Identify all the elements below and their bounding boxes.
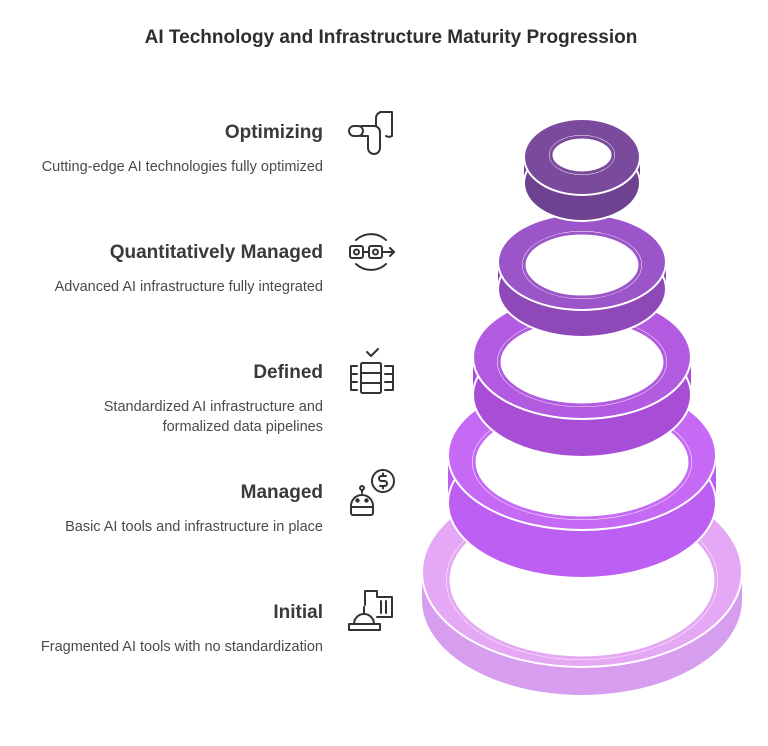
level-name: Initial xyxy=(273,602,323,623)
level-name: Quantitatively Managed xyxy=(109,242,323,263)
pipe-icon xyxy=(348,111,393,155)
ring-defined xyxy=(472,294,692,458)
construction-icon xyxy=(348,590,393,631)
level-defined: Defined Standardized AI infrastructure a… xyxy=(104,361,323,437)
level-desc-line: Standardized AI infrastructure and xyxy=(103,399,323,415)
level-desc-line: formalized data pipelines xyxy=(162,419,323,435)
page-title: AI Technology and Infrastructure Maturit… xyxy=(144,27,638,48)
level-quantitatively-managed: Quantitatively Managed Advanced AI infra… xyxy=(55,241,323,297)
level-desc: Cutting-edge AI technologies fully optim… xyxy=(41,159,323,175)
robot-dollar-icon xyxy=(350,469,395,516)
level-optimizing: Optimizing Cutting-edge AI technologies … xyxy=(42,121,323,177)
level-desc: Fragmented AI tools with no standardizat… xyxy=(40,639,323,655)
level-name: Defined xyxy=(253,362,323,383)
integration-icon xyxy=(349,233,395,271)
level-name: Managed xyxy=(240,482,323,503)
level-name: Optimizing xyxy=(224,122,323,143)
level-desc: Standardized AI infrastructure and forma… xyxy=(104,397,323,437)
level-initial: Initial Fragmented AI tools with no stan… xyxy=(41,601,323,657)
ring-quantitatively-managed xyxy=(497,213,667,338)
level-desc: Advanced AI infrastructure fully integra… xyxy=(54,279,323,295)
ring-optimizing xyxy=(523,118,641,222)
server-check-icon xyxy=(350,348,394,394)
level-desc: Basic AI tools and infrastructure in pla… xyxy=(65,519,323,535)
level-managed: Managed Basic AI tools and infrastructur… xyxy=(65,481,323,537)
